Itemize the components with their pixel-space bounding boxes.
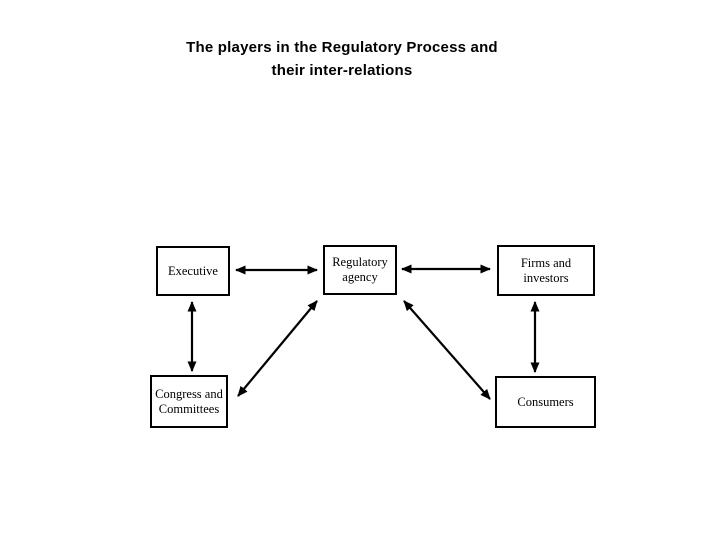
diagram-node-regulatory-agency: Regulatory agency — [323, 245, 397, 295]
slide-title-line1: The players in the Regulatory Process an… — [186, 39, 498, 56]
slide-title-line2: their inter-relations — [271, 62, 413, 79]
diagram-node-executive: Executive — [156, 246, 230, 296]
node-label-regulatory-agency: Regulatory agency — [332, 255, 388, 284]
diagram-node-congress-committees: Congress and Committees — [150, 375, 228, 428]
edge-regulatory-congress — [237, 300, 318, 397]
diagram-node-firms-investors: Firms and investors — [497, 245, 595, 296]
node-label-executive: Executive — [168, 263, 218, 278]
edge-regulatory-consumers — [403, 300, 491, 400]
node-label-congress-committees: Congress and Committees — [155, 386, 223, 416]
slide-title: The players in the Regulatory Process an… — [0, 36, 684, 82]
node-label-firms-investors: Firms and investors — [520, 255, 572, 285]
node-label-consumers: Consumers — [517, 394, 574, 409]
diagram-node-consumers: Consumers — [495, 376, 596, 428]
